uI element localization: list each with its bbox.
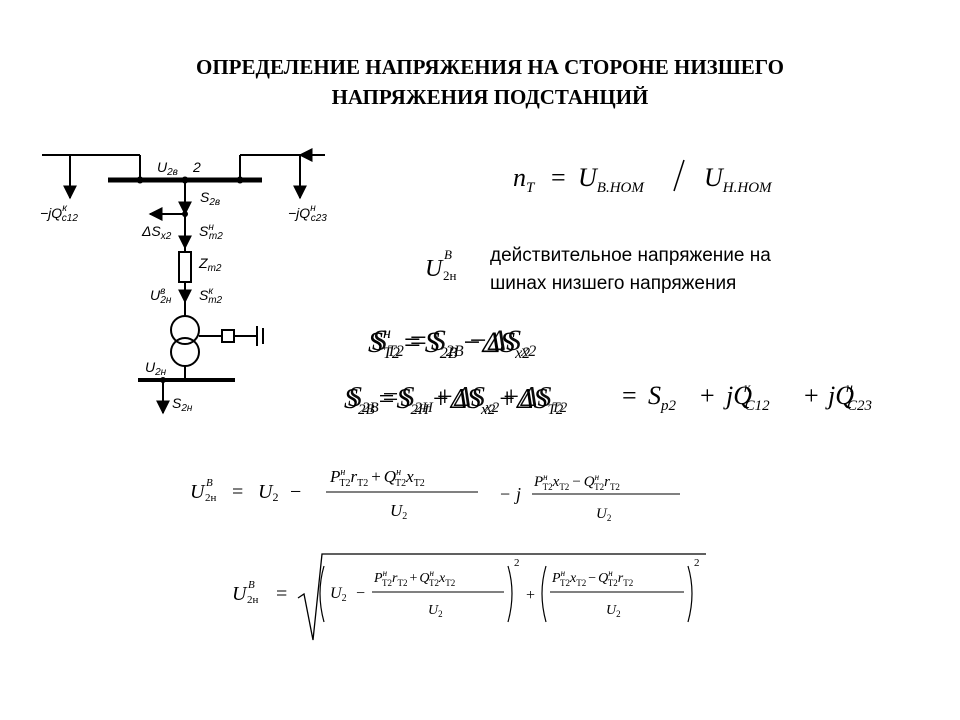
f5-rparen2	[687, 565, 693, 623]
f5-pow1: 2	[514, 557, 520, 569]
f4-u-sub: 2н	[205, 492, 217, 504]
f1-n: nT	[513, 163, 536, 196]
f5-u-sup: B	[248, 579, 255, 591]
label-s2v: S2в	[200, 189, 220, 208]
label-node-2: 2	[192, 159, 201, 175]
label-dsx2: ΔSх2	[141, 223, 172, 242]
f4-u-sup: B	[206, 477, 213, 489]
f5-u2: U2	[330, 585, 347, 604]
f3-eq: =	[622, 381, 637, 410]
sym-sub: 2н	[443, 268, 457, 283]
substation-circuit-diagram	[42, 148, 325, 415]
transformer-winding-lv	[170, 337, 200, 367]
f5-den2: U2	[606, 603, 621, 619]
sym-sup: B	[444, 247, 452, 262]
page-title: ОПРЕДЕЛЕНИЕ НАПРЯЖЕНИЯ НА СТОРОНЕ НИЗШЕГ…	[60, 52, 920, 112]
f1-u-n-nom: UН.НОМ	[704, 163, 773, 196]
f5-plus: +	[526, 587, 535, 604]
f5-u-sub: 2н	[247, 594, 259, 606]
f5-den1: U2	[428, 603, 443, 619]
sym-u: U	[425, 256, 444, 282]
formula-transformation-ratio: nT = UВ.НОМ UН.НОМ	[513, 159, 773, 196]
f3-sp2: Sp2	[648, 381, 677, 414]
formula-s2b-balance: S2В=S2Н+ΔSx2+ΔST2 S2В=S2Н+ΔSx2+ΔST2 = Sp…	[344, 381, 872, 418]
f3-main: S2В=S2Н+ΔSx2+ΔST2	[344, 384, 564, 418]
f4-minus: −	[290, 481, 301, 503]
f4-minus2: −	[500, 484, 510, 504]
f3-ghost: S2В=S2Н+ΔSx2+ΔST2	[348, 382, 568, 416]
tertiary-tap-box	[221, 329, 235, 343]
bus-node-left	[136, 176, 144, 184]
label-zt2: Zт2	[198, 255, 222, 274]
transformer-winding-hv	[170, 315, 200, 345]
f5-u: U	[232, 583, 248, 605]
note-line-2: шинах низшего напряжения	[490, 273, 737, 294]
f1-u-v-nom: UВ.НОМ	[578, 163, 645, 196]
f3-plus1: +	[700, 381, 715, 410]
title-line-1: ОПРЕДЕЛЕНИЕ НАПРЯЖЕНИЯ НА СТОРОНЕ НИЗШЕГ…	[196, 55, 784, 79]
impedance-zt2	[178, 251, 192, 283]
lv-node	[160, 377, 166, 383]
title-line-2: НАПРЯЖЕНИЯ ПОДСТАНЦИЙ	[331, 85, 649, 109]
voltage-note: действительное напряжение на шинах низше…	[490, 242, 771, 298]
f4-j: j	[514, 484, 521, 504]
label-s2n: S2н	[172, 395, 193, 414]
f5-lparen2	[541, 565, 547, 623]
f5-pow2: 2	[694, 557, 700, 569]
f5-eq: =	[276, 583, 287, 605]
f5-rparen1	[507, 565, 513, 623]
label-u2n: U2н	[145, 359, 167, 378]
f4-u2: U2	[258, 481, 278, 504]
f2-ghost: ST2=S2В−ΔSx2	[372, 324, 536, 360]
bus-node-center	[181, 176, 189, 184]
f1-eq: =	[551, 163, 566, 192]
bus-node-right	[236, 176, 244, 184]
formula-u2n-symbol: U B 2н	[425, 247, 457, 283]
f4-den2: U2	[596, 506, 611, 523]
f5-minus: −	[356, 585, 365, 602]
label-u2v: U2в	[157, 159, 178, 178]
f5-sqrt	[297, 553, 706, 641]
f1-slash	[673, 159, 685, 192]
f3-plus2: +	[804, 381, 819, 410]
loss-node	[182, 211, 188, 217]
note-line-1: действительное напряжение на	[490, 245, 771, 266]
f4-u: U	[190, 481, 206, 503]
f5-lparen1	[319, 565, 325, 623]
f4-eq: =	[232, 481, 243, 503]
f4-den1: U2	[390, 501, 407, 522]
